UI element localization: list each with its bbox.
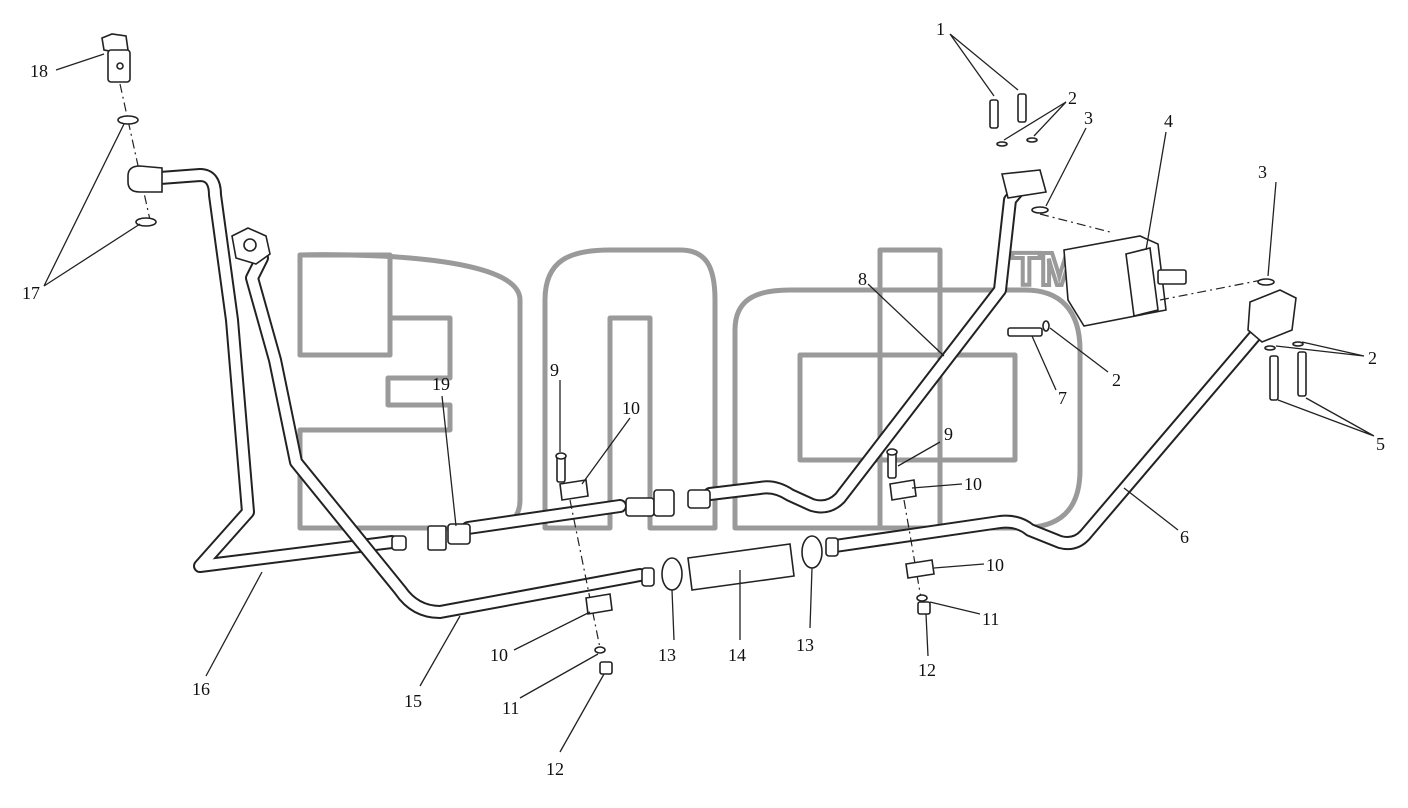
watermark-letter-n	[542, 247, 718, 531]
callout-8: 8	[858, 269, 867, 289]
hose-14	[687, 543, 795, 591]
watermark-letter-e	[297, 252, 523, 531]
callout-17: 17	[22, 283, 40, 303]
tube-end-6	[825, 537, 839, 557]
callout-6: 6	[1180, 527, 1189, 547]
bolt-1-right	[1017, 93, 1027, 123]
banjo-bolt-hole	[116, 62, 124, 70]
nut-12-left	[599, 661, 613, 675]
clamp-10-upper-right	[889, 479, 917, 501]
clamp-10-lower-left	[585, 593, 613, 615]
callout-11-left: 11	[502, 698, 519, 718]
washer-2-upper-left	[996, 141, 1008, 147]
nut-12-right	[917, 601, 931, 615]
clamp-10-upper-left	[559, 479, 589, 501]
callout-10-lower-right: 10	[986, 555, 1004, 575]
bolt-9-left	[556, 455, 566, 483]
callout-2-top: 2	[1068, 88, 1077, 108]
union-sleeve	[625, 497, 655, 517]
union-nut	[653, 489, 675, 517]
hose-clamp-13-right	[801, 535, 823, 569]
flange-block-right	[1247, 289, 1297, 343]
leaders	[43, 33, 1375, 753]
callout-2-right: 2	[1368, 348, 1377, 368]
clamp-10-lower-right	[905, 559, 935, 579]
washer-2-upper-right	[1026, 137, 1038, 143]
bolt-5-right	[1297, 351, 1307, 397]
callouts: 1 2 3 4 3 8 2 7 2 5 9 10 19 9 10 6 10 11…	[22, 19, 1385, 779]
callout-18: 18	[30, 61, 48, 81]
callout-12-left: 12	[546, 759, 564, 779]
callout-15: 15	[404, 691, 422, 711]
callout-11-right: 11	[982, 609, 999, 629]
axis-line-clamp-right	[903, 499, 923, 605]
callout-10-lower-left: 10	[490, 645, 508, 665]
bolt-1-left	[989, 99, 999, 129]
washer-2-right-right	[1292, 341, 1304, 347]
axis-line-3a	[1039, 213, 1111, 233]
watermark-letter-d-bowl	[937, 287, 1083, 531]
watermark-letter-1-top	[297, 252, 393, 358]
parts	[101, 33, 1307, 675]
fitting-19-sleeve	[447, 523, 471, 545]
axis-line-18	[119, 83, 151, 221]
washer-11-left	[594, 646, 606, 654]
banjo-fitting	[127, 165, 163, 193]
axis-line-clamp-left	[569, 499, 601, 649]
callout-3-right: 3	[1258, 162, 1267, 182]
callout-2-bolt-7: 2	[1112, 370, 1121, 390]
callout-19: 19	[432, 374, 450, 394]
callout-9-left: 9	[550, 360, 559, 380]
tubes	[153, 168, 1277, 619]
washer-17-upper	[117, 115, 139, 125]
callout-13-left: 13	[658, 645, 676, 665]
union-fitting	[687, 489, 711, 509]
callout-10-upper-left: 10	[622, 398, 640, 418]
bolt-9-right	[887, 451, 897, 479]
pump-4-flange	[1125, 247, 1159, 317]
callout-3-top: 3	[1084, 108, 1093, 128]
bolt-5-left	[1269, 355, 1279, 401]
fitting-19-nut	[427, 525, 447, 551]
pump-4-shaft	[1157, 269, 1187, 285]
oring-3-upper	[1031, 206, 1049, 214]
hose-clamp-13-left	[661, 557, 683, 591]
watermark-letter-c	[732, 287, 943, 531]
axis-line-3b	[1159, 279, 1263, 301]
flange-block-upper	[1001, 169, 1048, 199]
callout-1: 1	[936, 19, 945, 39]
callout-9-right: 9	[944, 424, 953, 444]
callout-14: 14	[728, 645, 746, 665]
washer-2-right-left	[1264, 345, 1276, 351]
washer-11-right	[916, 594, 928, 602]
callout-10-upper-right: 10	[964, 474, 982, 494]
tube-end-15	[641, 567, 655, 587]
watermark: TM	[297, 241, 1083, 531]
washer-2-bolt-7	[1042, 320, 1050, 332]
callout-13-right: 13	[796, 635, 814, 655]
bolt-7	[1007, 327, 1043, 337]
washer-17-lower	[135, 217, 157, 227]
callout-7: 7	[1058, 388, 1067, 408]
callout-4: 4	[1164, 111, 1173, 131]
callout-12-right: 12	[918, 660, 936, 680]
callout-16: 16	[192, 679, 210, 699]
tube-6	[828, 311, 1277, 553]
callout-5: 5	[1376, 434, 1385, 454]
oring-3-right	[1257, 278, 1275, 286]
tube-nut-16	[391, 535, 407, 551]
